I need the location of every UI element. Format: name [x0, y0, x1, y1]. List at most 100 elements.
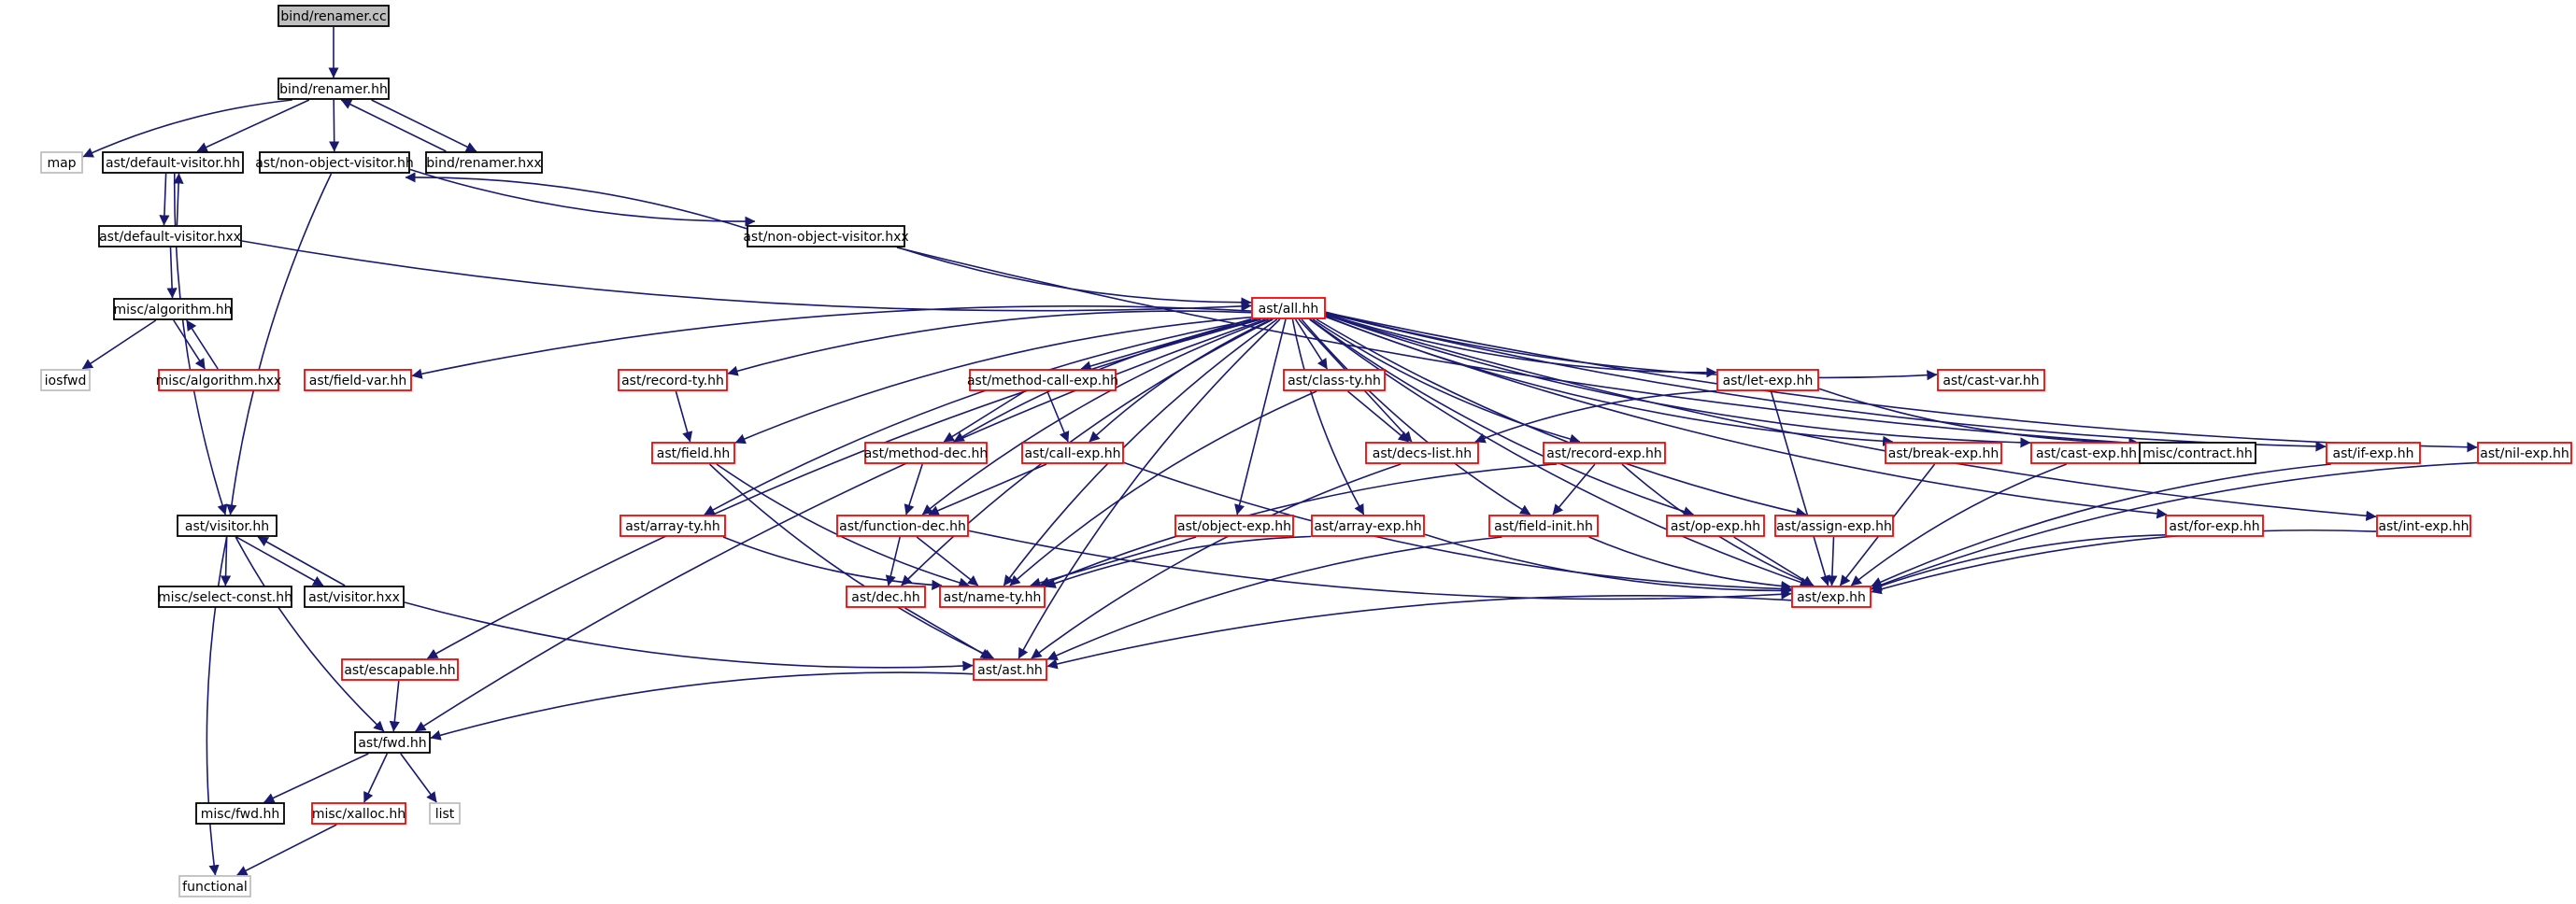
- node-ast-record-exp-hh[interactable]: ast/record-exp.hh: [1543, 442, 1666, 464]
- node-misc-xalloc-hh[interactable]: misc/xalloc.hh: [311, 802, 406, 825]
- node-label: ast/default-visitor.hxx: [99, 230, 241, 245]
- edge-bind_renamer_hh-to-bind_renamer_hxx: [371, 99, 477, 152]
- node-box: [618, 369, 728, 391]
- node-ast-call-exp-hh[interactable]: ast/call-exp.hh: [1021, 442, 1124, 464]
- node-box: [651, 442, 735, 464]
- node-box: [158, 369, 279, 391]
- node-box: [836, 515, 969, 537]
- node-box: [747, 225, 905, 247]
- node-box: [304, 586, 405, 608]
- node-label: map: [47, 156, 76, 171]
- node-bind-renamer-hh[interactable]: bind/renamer.hh: [278, 78, 390, 100]
- edge-ast_record_exp_hh-to-ast_name_ty_hh: [1039, 463, 1558, 587]
- node-ast-all-hh[interactable]: ast/all.hh: [1251, 297, 1326, 319]
- node-ast-record-ty-hh[interactable]: ast/record-ty.hh: [618, 369, 728, 391]
- node-box: [425, 151, 543, 174]
- node-bind-renamer-cc[interactable]: bind/renamer.cc: [278, 5, 390, 27]
- node-ast-decs-list-hh[interactable]: ast/decs-list.hh: [1365, 442, 1479, 464]
- node-ast-cast-var-hh[interactable]: ast/cast-var.hh: [1937, 369, 2045, 391]
- node-label: ast/non-object-visitor.hxx: [743, 230, 908, 245]
- node-bind-renamer-hxx[interactable]: bind/renamer.hxx: [425, 151, 543, 174]
- node-box: [278, 78, 390, 100]
- node-ast-method-dec-hh[interactable]: ast/method-dec.hh: [864, 442, 989, 464]
- node-ast-nil-exp-hh[interactable]: ast/nil-exp.hh: [2477, 442, 2572, 464]
- node-ast-int-exp-hh[interactable]: ast/int-exp.hh: [2376, 515, 2471, 537]
- node-ast-ast-hh[interactable]: ast/ast.hh: [973, 658, 1047, 681]
- node-box: [619, 515, 726, 537]
- node-ast-let-exp-hh[interactable]: ast/let-exp.hh: [1716, 369, 1819, 391]
- node-box: [2165, 515, 2264, 537]
- node-ast-default-visitor-hxx[interactable]: ast/default-visitor.hxx: [98, 225, 242, 247]
- node-box: [2376, 515, 2471, 537]
- node-label: ast/escapable.hh: [344, 663, 455, 678]
- node-ast-for-exp-hh[interactable]: ast/for-exp.hh: [2165, 515, 2264, 537]
- node-label: ast/exp.hh: [1797, 590, 1866, 605]
- node-box: [969, 369, 1117, 391]
- edge-ast_all_hh-to-ast_cast_exp_hh: [1325, 314, 2031, 448]
- node-box: [1283, 369, 1386, 391]
- node-label: ast/class-ty.hh: [1288, 374, 1381, 388]
- node-ast-method-call-exp-hh[interactable]: ast/method-call-exp.hh: [967, 369, 1118, 391]
- edge-ast_fwd_hh-to-list: [400, 753, 437, 803]
- node-map: map: [40, 151, 83, 174]
- node-ast-default-visitor-hh[interactable]: ast/default-visitor.hh: [102, 151, 244, 174]
- node-label: misc/contract.hh: [2142, 446, 2253, 461]
- node-label: ast/method-dec.hh: [864, 446, 989, 461]
- node-label: ast/field.hh: [657, 446, 730, 461]
- node-misc-algorithm-hh[interactable]: misc/algorithm.hh: [113, 298, 233, 320]
- node-ast-fwd-hh[interactable]: ast/fwd.hh: [354, 731, 431, 754]
- edge-ast_record_exp_hh-to-ast_field_init_hh: [1552, 463, 1596, 516]
- edge-ast_visitor_hh-to-ast_fwd_hh: [235, 536, 385, 732]
- edge-misc_xalloc_hh-to-functional: [236, 824, 337, 876]
- edge-ast_class_ty_hh-to-ast_name_ty_hh: [1009, 390, 1317, 586]
- node-iosfwd: iosfwd: [40, 369, 91, 391]
- edge-ast_all_hh-to-ast_op_exp_hh: [1310, 318, 1695, 517]
- node-misc-fwd-hh[interactable]: misc/fwd.hh: [195, 802, 285, 825]
- node-box: [1937, 369, 2045, 391]
- node-box: [429, 802, 461, 825]
- node-box: [40, 369, 91, 391]
- node-misc-select-const-hh[interactable]: misc/select-const.hh: [158, 586, 292, 608]
- node-ast-object-exp-hh[interactable]: ast/object-exp.hh: [1174, 515, 1294, 537]
- node-ast-field-var-hh[interactable]: ast/field-var.hh: [304, 369, 412, 391]
- node-ast-visitor-hh[interactable]: ast/visitor.hh: [177, 515, 278, 537]
- node-ast-name-ty-hh[interactable]: ast/name-ty.hh: [939, 586, 1046, 608]
- node-ast-class-ty-hh[interactable]: ast/class-ty.hh: [1283, 369, 1386, 391]
- node-ast-non-object-visitor-hh[interactable]: ast/non-object-visitor.hh: [255, 151, 414, 174]
- edge-ast_visitor_hh-to-misc_select_const_hh: [220, 536, 232, 586]
- edge-ast_field_init_hh-to-ast_ast_hh: [1046, 536, 1502, 660]
- node-box: [304, 369, 412, 391]
- node-box: [1021, 442, 1124, 464]
- node-box: [1174, 515, 1294, 537]
- node-box: [40, 151, 83, 174]
- node-label: ast/name-ty.hh: [944, 590, 1042, 605]
- node-ast-if-exp-hh[interactable]: ast/if-exp.hh: [2326, 442, 2421, 464]
- node-label: ast/function-dec.hh: [839, 519, 966, 534]
- node-ast-array-ty-hh[interactable]: ast/array-ty.hh: [619, 515, 726, 537]
- node-ast-dec-hh[interactable]: ast/dec.hh: [846, 586, 926, 608]
- node-ast-field-hh[interactable]: ast/field.hh: [651, 442, 735, 464]
- node-ast-escapable-hh[interactable]: ast/escapable.hh: [341, 658, 459, 681]
- node-ast-visitor-hxx[interactable]: ast/visitor.hxx: [304, 586, 405, 608]
- node-ast-cast-exp-hh[interactable]: ast/cast-exp.hh: [2030, 442, 2142, 464]
- edge-ast_call_exp_hh-to-ast_exp_hh: [1123, 461, 1792, 595]
- node-ast-field-init-hh[interactable]: ast/field-init.hh: [1488, 515, 1599, 537]
- node-ast-op-exp-hh[interactable]: ast/op-exp.hh: [1666, 515, 1765, 537]
- node-ast-array-exp-hh[interactable]: ast/array-exp.hh: [1311, 515, 1425, 537]
- node-ast-exp-hh[interactable]: ast/exp.hh: [1791, 586, 1872, 608]
- node-misc-contract-hh[interactable]: misc/contract.hh: [2139, 442, 2256, 464]
- node-misc-algorithm-hxx[interactable]: misc/algorithm.hxx: [156, 369, 282, 391]
- edge-ast_method_call_exp_hh-to-ast_call_exp_hh: [1046, 390, 1070, 443]
- node-ast-assign-exp-hh[interactable]: ast/assign-exp.hh: [1774, 515, 1894, 537]
- node-box: [259, 151, 410, 174]
- node-ast-non-object-visitor-hxx[interactable]: ast/non-object-visitor.hxx: [743, 225, 909, 247]
- edge-ast_op_exp_hh-to-ast_exp_hh: [1733, 536, 1814, 586]
- node-label: misc/fwd.hh: [201, 807, 279, 822]
- edge-ast_all_hh-to-ast_array_ty_hh: [704, 318, 1258, 516]
- node-ast-break-exp-hh[interactable]: ast/break-exp.hh: [1885, 442, 2002, 464]
- node-label: ast/field-var.hh: [309, 374, 407, 388]
- edge-ast_fwd_hh-to-misc_xalloc_hh: [363, 753, 389, 803]
- node-ast-function-dec-hh[interactable]: ast/function-dec.hh: [836, 515, 969, 537]
- edge-ast_let_exp_hh-to-ast_decs_list_hh: [1474, 389, 1717, 444]
